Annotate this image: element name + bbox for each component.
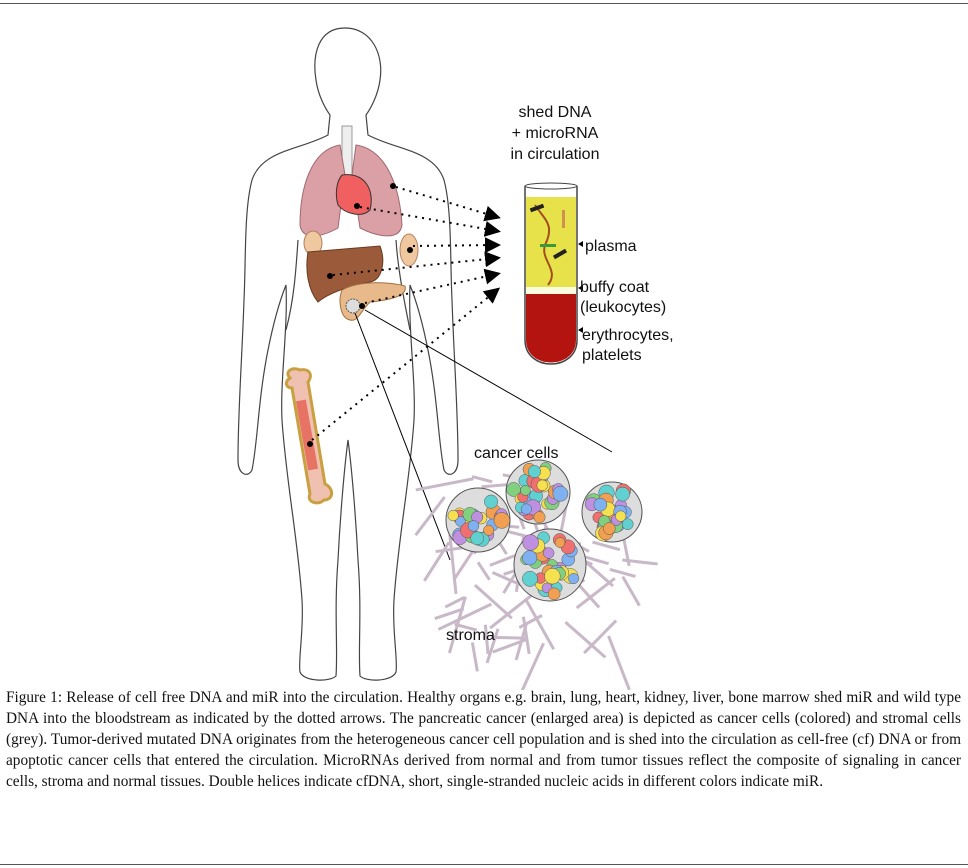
cancer-cell bbox=[533, 511, 546, 524]
stroma-fiber bbox=[622, 558, 658, 566]
label-erythrocytes-1: erythrocytes, bbox=[582, 327, 674, 344]
cancer-cell bbox=[493, 512, 511, 529]
cancer-cell bbox=[484, 494, 499, 509]
blood-tube bbox=[524, 182, 578, 365]
buffy-coat-layer bbox=[526, 287, 576, 294]
stroma-fiber bbox=[434, 607, 465, 621]
zoom-line bbox=[364, 309, 613, 453]
zoom-line bbox=[354, 312, 451, 561]
label-circulation-3: in circulation bbox=[511, 146, 600, 163]
cancer-cell bbox=[554, 537, 566, 548]
cancer-cell bbox=[483, 524, 495, 536]
caption-label: Figure 1 bbox=[6, 689, 58, 706]
cancer-cell bbox=[603, 522, 616, 535]
cancer-cell bbox=[455, 516, 466, 527]
cancer-cell bbox=[544, 568, 561, 585]
cancer-cell-cluster bbox=[505, 459, 571, 525]
cancer-cell bbox=[593, 497, 608, 512]
stroma-fiber bbox=[476, 561, 491, 581]
figure-illustration: shed DNA + microRNA in circulation plasm… bbox=[237, 27, 674, 690]
cancer-cell bbox=[522, 534, 539, 551]
stroma-fiber bbox=[520, 642, 545, 690]
cancer-cell bbox=[522, 570, 538, 587]
cancer-cell bbox=[615, 486, 630, 502]
label-buffy-coat-1: buffy coat bbox=[580, 279, 650, 296]
stroma-fiber bbox=[575, 580, 601, 609]
stroma-fiber bbox=[564, 621, 607, 659]
stroma-fiber bbox=[592, 540, 621, 552]
stroma-fiber bbox=[470, 642, 479, 672]
cancer-cell bbox=[552, 485, 569, 502]
heart bbox=[335, 174, 372, 215]
dotted-arrows bbox=[311, 186, 501, 441]
stroma-fiber bbox=[471, 475, 493, 484]
label-erythrocytes-2: platelets bbox=[582, 347, 642, 364]
label-plasma: plasma bbox=[585, 238, 637, 255]
stroma-fiber bbox=[415, 477, 474, 492]
stroma-fiber bbox=[414, 496, 446, 537]
label-stroma: stroma bbox=[446, 627, 495, 644]
stroma-fiber bbox=[437, 602, 493, 631]
stroma-fiber bbox=[485, 628, 500, 664]
cancer-cell-cluster bbox=[581, 481, 643, 543]
cancer-cell-clusters bbox=[445, 459, 643, 602]
figure-caption: Figure 1: Release of cell free DNA and m… bbox=[6, 687, 961, 792]
cancer-cell bbox=[467, 520, 480, 532]
cancer-cell bbox=[522, 550, 538, 566]
bone-marrow bbox=[295, 399, 319, 471]
top-rule bbox=[0, 3, 968, 4]
stroma-fiber bbox=[423, 541, 451, 582]
stroma-fiber bbox=[473, 583, 513, 620]
label-buffy-coat-2: (leukocytes) bbox=[580, 299, 666, 316]
label-circulation-1: shed DNA bbox=[519, 104, 592, 121]
cancer-cell bbox=[527, 465, 541, 479]
stroma-fiber bbox=[521, 616, 531, 655]
dna-helix-icon bbox=[529, 203, 545, 213]
stroma-fiber bbox=[489, 591, 536, 630]
mirna-icon bbox=[540, 244, 556, 247]
stroma-fiber bbox=[483, 624, 490, 655]
stroma-fiber bbox=[607, 635, 631, 690]
cancer-cell bbox=[547, 587, 561, 601]
stroma-fiber bbox=[447, 596, 467, 654]
cancer-cell bbox=[621, 518, 634, 530]
stroma-fiber bbox=[575, 577, 616, 610]
stroma-fiber bbox=[609, 568, 636, 578]
pancreatic-tumor bbox=[345, 298, 361, 314]
cancer-cell bbox=[615, 510, 627, 522]
cancer-cell bbox=[543, 547, 555, 559]
caption-text: : Release of cell free DNA and miR into … bbox=[6, 689, 961, 790]
left-lung bbox=[299, 144, 346, 237]
cancer-cell bbox=[470, 531, 485, 546]
cancer-cell bbox=[447, 510, 459, 522]
stroma-fiber bbox=[621, 575, 641, 607]
cancer-cell-cluster bbox=[445, 487, 511, 553]
cancer-cell bbox=[520, 503, 532, 515]
mirna-icon bbox=[562, 210, 565, 228]
cancer-cell bbox=[568, 573, 580, 585]
stroma-fiber bbox=[524, 598, 555, 650]
cancer-cell bbox=[520, 485, 531, 496]
label-circulation-2: + microRNA bbox=[512, 125, 599, 142]
stroma-fiber bbox=[518, 614, 543, 629]
stroma-fiber bbox=[435, 546, 464, 554]
stroma-fiber bbox=[448, 534, 458, 595]
dna-helix-icon bbox=[552, 248, 568, 260]
organ-source-dots bbox=[307, 183, 413, 447]
bottom-rule bbox=[0, 864, 968, 865]
erythrocyte-layer bbox=[526, 294, 576, 363]
label-cancer-cells: cancer cells bbox=[474, 445, 558, 462]
stroma-fiber bbox=[444, 596, 465, 609]
cancer-cell bbox=[536, 479, 548, 491]
stroma-fiber bbox=[492, 637, 528, 654]
stroma-fiber bbox=[583, 619, 618, 655]
cancer-cell-cluster bbox=[513, 528, 587, 602]
layer-pointers bbox=[578, 241, 583, 333]
